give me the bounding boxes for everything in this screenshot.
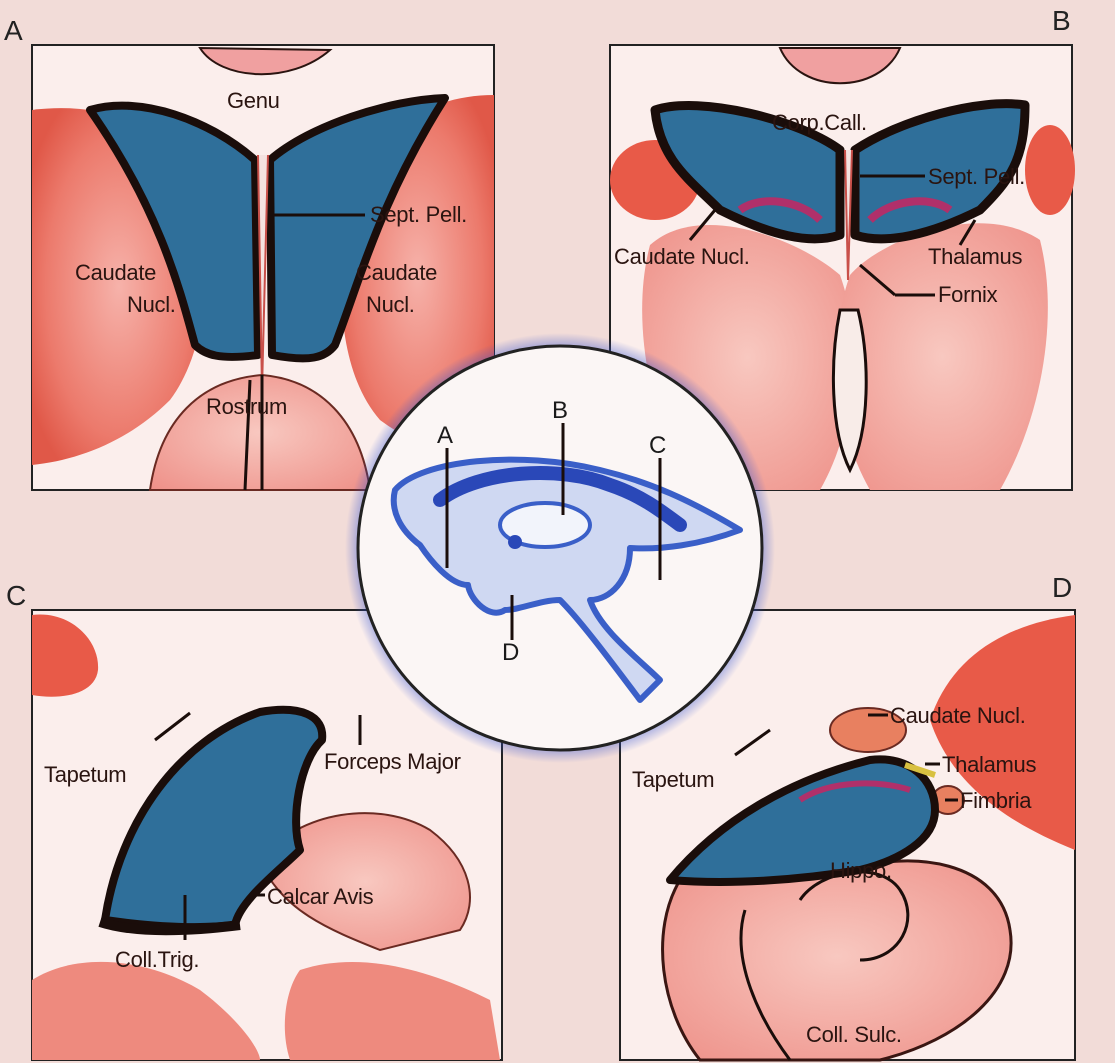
label-sept-pell-b: Sept. Pell.	[928, 164, 1025, 189]
label-fornix: Fornix	[938, 282, 998, 307]
panel-a-letter: A	[4, 15, 23, 46]
label-corp-call: Corp.Call.	[772, 110, 867, 135]
label-caudate-nucl-d: Caudate Nucl.	[890, 703, 1026, 728]
panel-b-letter: B	[1052, 5, 1071, 36]
label-forceps-major: Forceps Major	[324, 749, 461, 774]
label-coll-trig: Coll.Trig.	[115, 947, 199, 972]
label-thalamus-d: Thalamus	[942, 752, 1036, 777]
label-coll-sulc: Coll. Sulc.	[806, 1022, 902, 1047]
panel-c-letter: C	[6, 580, 26, 611]
label-tapetum-d: Tapetum	[632, 767, 714, 792]
label-tapetum-c: Tapetum	[44, 762, 126, 787]
label-rostrum: Rostrum	[206, 394, 287, 419]
label-genu: Genu	[227, 88, 280, 113]
inset-marker-a: A	[437, 422, 453, 449]
inset-marker-c: C	[649, 432, 666, 459]
label-caudate-left-line1: Caudate	[75, 260, 156, 285]
panel-d-letter: D	[1052, 572, 1072, 603]
label-fimbria: Fimbria	[960, 788, 1032, 813]
inset-marker-d: D	[502, 639, 519, 666]
label-caudate-left-line2: Nucl.	[127, 292, 176, 317]
label-caudate-nucl-b: Caudate Nucl.	[614, 244, 750, 269]
label-hippo: Hippo.	[830, 858, 892, 883]
label-caudate-right-line1: Caudate	[356, 260, 437, 285]
label-sept-pell-a: Sept. Pell.	[370, 202, 467, 227]
label-thalamus-b: Thalamus	[928, 244, 1022, 269]
center-inset: A B C D	[345, 333, 775, 763]
inset-marker-b: B	[552, 397, 568, 424]
label-calcar-avis: Calcar Avis	[267, 884, 374, 909]
label-caudate-right-line2: Nucl.	[366, 292, 415, 317]
